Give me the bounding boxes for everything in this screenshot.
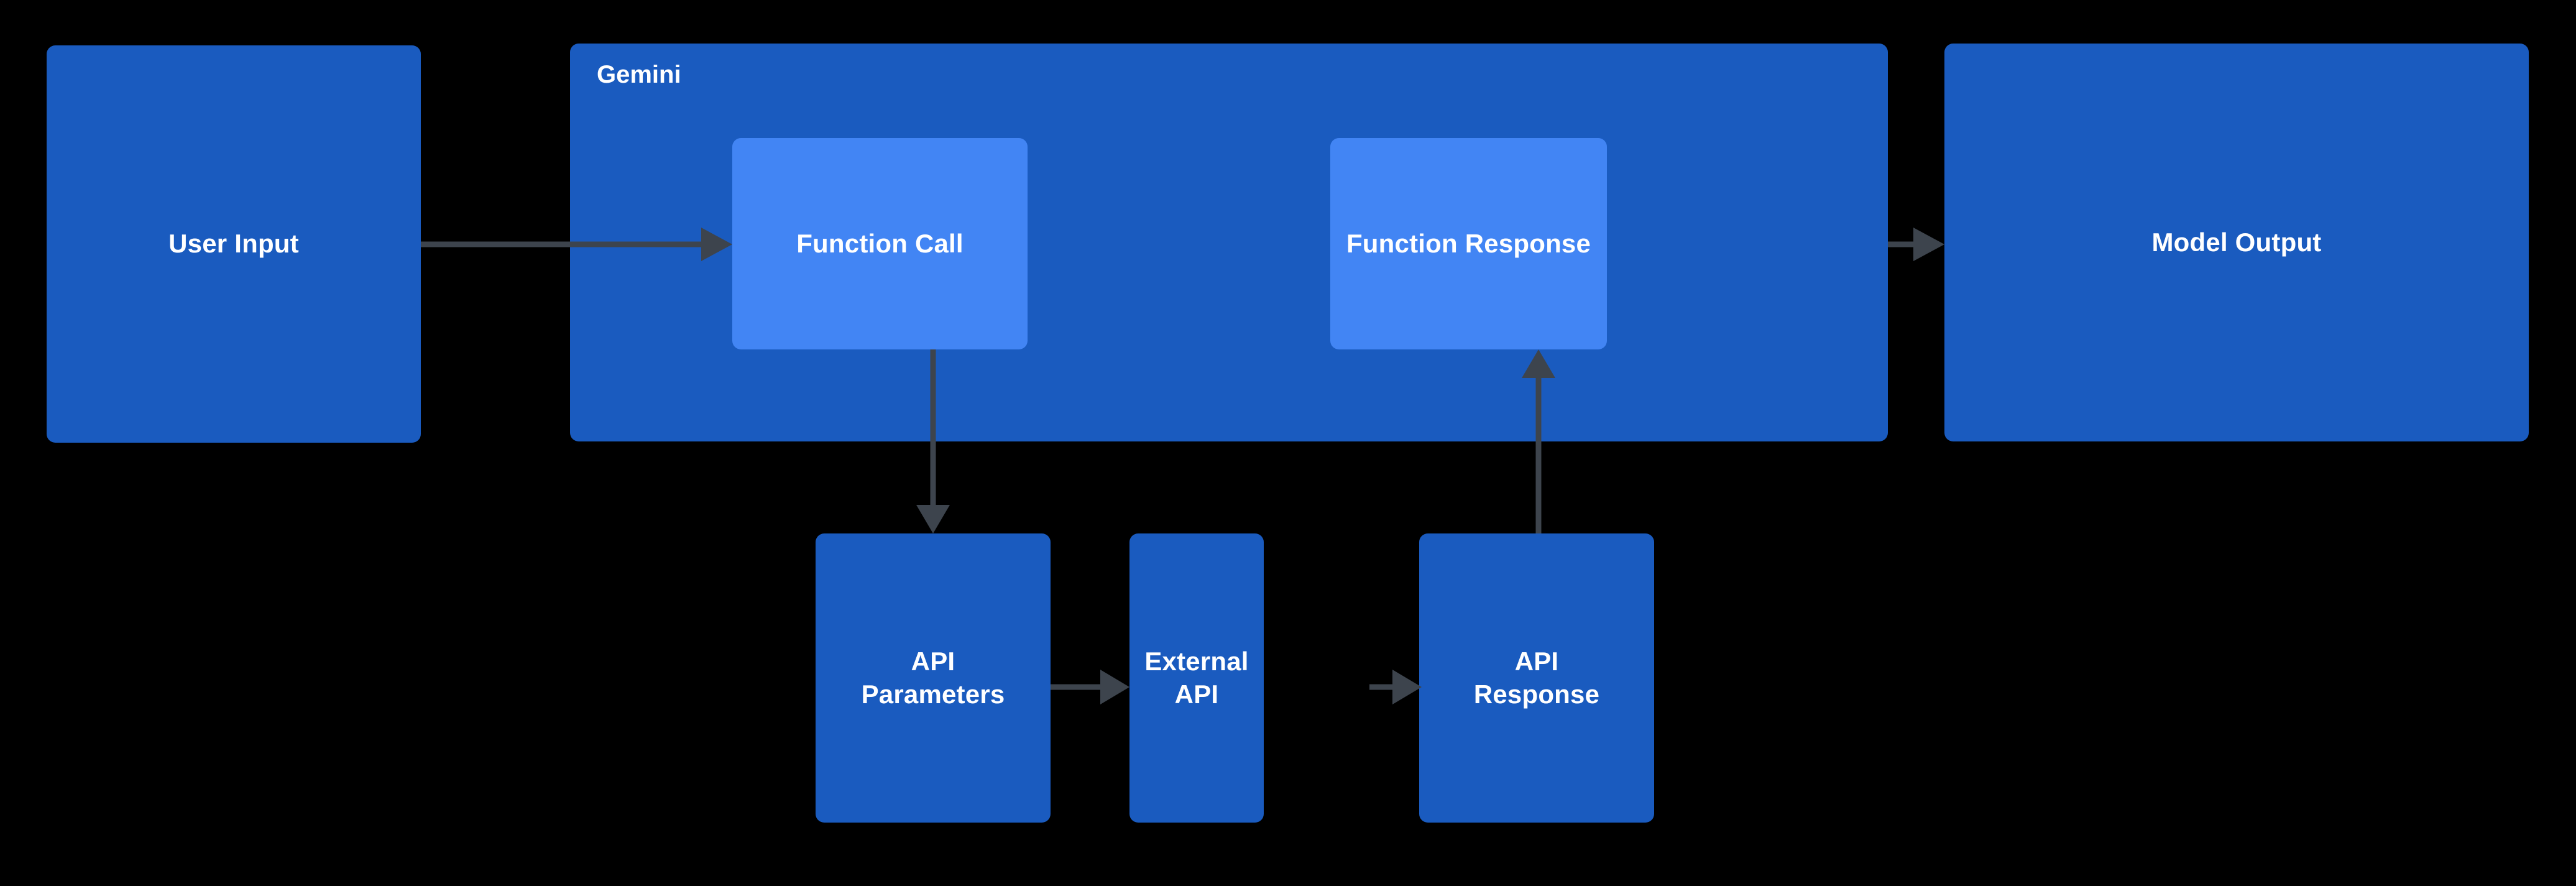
- node-api-response[interactable]: API Response: [1419, 533, 1654, 823]
- node-user-input-label: User Input: [168, 229, 299, 259]
- node-function-call[interactable]: Function Call: [732, 138, 1028, 349]
- node-api-parameters-label: API Parameters: [861, 647, 1005, 709]
- edge-external-api-to-api-response: [1369, 670, 1422, 704]
- edge-gemini-to-model-output: [1888, 228, 1944, 261]
- node-api-response-label: API Response: [1473, 647, 1600, 709]
- node-external-api[interactable]: External API: [1129, 533, 1264, 823]
- node-model-output-label: Model Output: [2151, 227, 2322, 257]
- node-api-parameters[interactable]: API Parameters: [816, 533, 1051, 823]
- node-user-input[interactable]: User Input: [47, 45, 421, 443]
- gemini-group-label: Gemini: [597, 61, 681, 88]
- node-function-call-label: Function Call: [796, 228, 964, 258]
- node-model-output[interactable]: Model Output: [1944, 44, 2529, 441]
- node-function-response-label: Function Response: [1346, 228, 1591, 258]
- node-external-api-label: External API: [1144, 647, 1249, 709]
- edge-api-parameters-to-external-api: [1051, 670, 1129, 704]
- node-function-response[interactable]: Function Response: [1330, 138, 1607, 349]
